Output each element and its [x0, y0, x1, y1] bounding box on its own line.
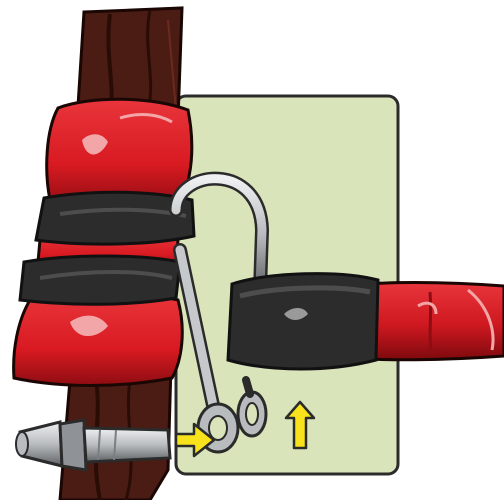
webbing-strap	[228, 274, 504, 369]
wrap-lower	[14, 294, 183, 386]
band-lower	[20, 256, 180, 304]
band-upper	[36, 192, 194, 244]
